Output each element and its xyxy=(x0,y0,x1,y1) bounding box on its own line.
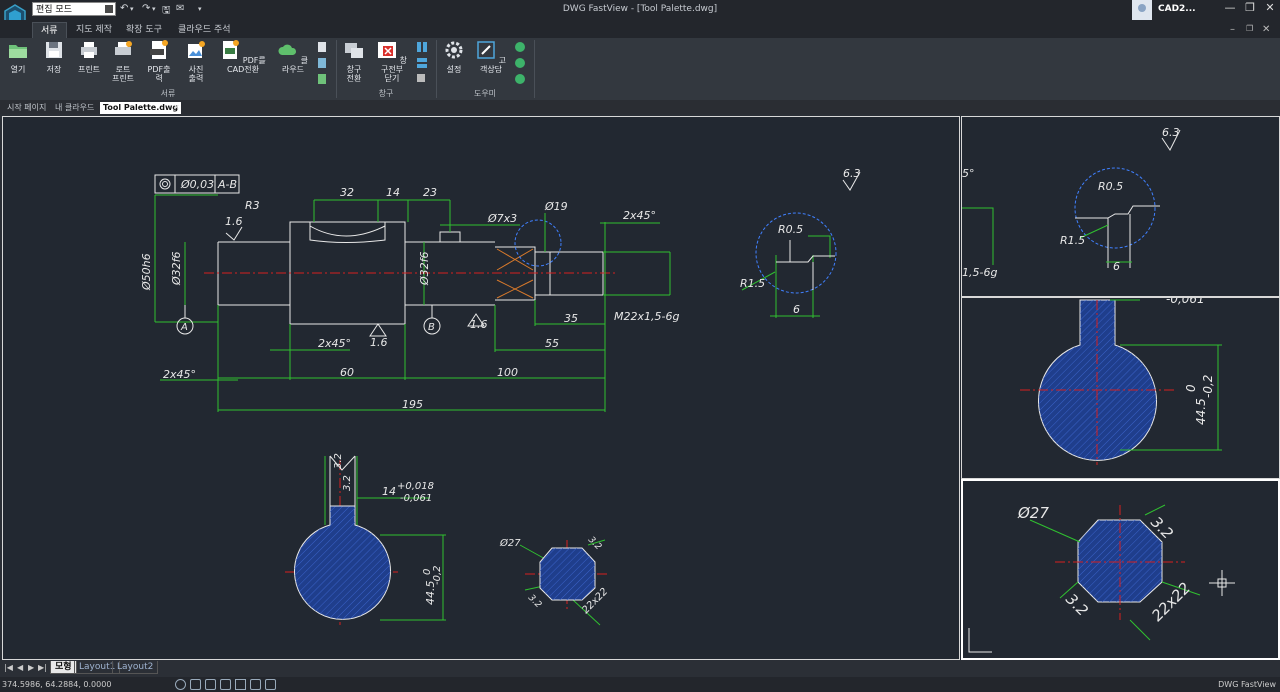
pdf-export-button[interactable]: PDF출력 xyxy=(144,40,174,83)
viewport-detail-2[interactable] xyxy=(961,297,1280,479)
mail-icon[interactable]: ✉ xyxy=(176,3,185,14)
viewport-detail-1[interactable] xyxy=(961,116,1280,297)
tab-layout2[interactable]: Layout2 xyxy=(112,661,159,674)
undo-icon[interactable]: ↶ xyxy=(120,3,129,14)
batch-print-button[interactable]: 로트 프린트 xyxy=(110,40,136,83)
object-snap-icon[interactable] xyxy=(175,679,186,690)
help-small-icons[interactable] xyxy=(514,41,526,87)
small-doc-icons[interactable] xyxy=(316,41,328,87)
window-title: DWG FastView - [Tool Palette.dwg] xyxy=(562,4,718,14)
ribbon: 열기 저장 프린트 로트 프린트 PDF출력 사진 출력 PDF를CAD전환 클… xyxy=(0,38,1280,100)
close-button[interactable]: ✕ xyxy=(1265,1,1275,14)
close-all-windows-button[interactable]: 창구전부 닫기 xyxy=(374,40,410,83)
title-bar: 편집 모드 ↶ ▾ ↷ ▾ 🖫 ✉ ▾ DWG FastView - [Tool… xyxy=(0,0,1280,30)
tab-cloud-annotation[interactable]: 클라우드 주석 xyxy=(178,25,231,35)
image-export-icon xyxy=(188,41,205,58)
save-button[interactable]: 저장 xyxy=(42,40,66,74)
tab-extension-tools[interactable]: 확장 도구 xyxy=(126,25,162,35)
window-switch-button[interactable]: 창구 전환 xyxy=(340,40,368,83)
viewport-detail-3[interactable] xyxy=(961,479,1280,660)
grid-icon[interactable] xyxy=(190,679,201,690)
save-icon xyxy=(46,42,62,58)
group-label-documents: 서류 xyxy=(160,89,176,98)
window-layout-icons[interactable] xyxy=(416,41,428,87)
viewport-main[interactable] xyxy=(2,116,960,660)
next-layout-icon[interactable]: ▶ xyxy=(28,663,35,672)
window-switch-icon xyxy=(345,43,363,58)
last-layout-icon[interactable]: ▶| xyxy=(38,663,47,672)
doc-tab-my-cloud[interactable]: 내 클라우드 xyxy=(55,103,95,112)
user-name[interactable]: CAD2... xyxy=(1158,4,1196,14)
redo-dropdown-icon[interactable]: ▾ xyxy=(152,5,156,13)
cursor-coordinates: 374.5986, 64.2884, 0.0000 xyxy=(2,680,112,689)
save-quick-icon[interactable]: 🖫 xyxy=(162,5,171,16)
first-layout-icon[interactable]: |◀ xyxy=(4,663,13,672)
crosshair-icon[interactable] xyxy=(235,679,246,690)
mode-select[interactable]: 편집 모드 xyxy=(32,2,116,16)
customize-qat-icon[interactable]: ▾ xyxy=(198,5,202,13)
redo-icon[interactable]: ↷ xyxy=(142,3,151,14)
tab-documents[interactable]: 서류 xyxy=(32,22,67,38)
open-button[interactable]: 열기 xyxy=(6,40,30,74)
doc-restore-button[interactable]: ❐ xyxy=(1246,24,1254,33)
zoom-icon[interactable] xyxy=(205,679,216,690)
layout-tabs-bar: |◀ ◀ ▶ ▶| 모형 Layout1 Layout2 xyxy=(0,660,1280,676)
cloud-button[interactable]: 클라우드 xyxy=(276,40,310,74)
edit-feedback-icon xyxy=(477,41,495,59)
ortho-icon[interactable] xyxy=(220,679,231,690)
group-label-help: 도우미 xyxy=(473,89,497,98)
status-bar: 374.5986, 64.2884, 0.0000 DWG FastView xyxy=(0,677,1280,692)
user-avatar[interactable] xyxy=(1132,0,1152,20)
brand-label: DWG FastView xyxy=(1218,680,1276,689)
customer-support-button[interactable]: 고객상담 xyxy=(474,40,508,74)
gear-icon xyxy=(445,41,463,59)
pdf-to-cad-button[interactable]: PDF를CAD전환 xyxy=(216,40,270,74)
photo-export-button[interactable]: 사진 출력 xyxy=(184,40,208,83)
menu-bar: 서류 지도 제작 확장 도구 클라우드 주석 – ❐ ✕ xyxy=(0,20,1280,38)
fullscreen-icon[interactable] xyxy=(265,679,276,690)
folder-open-icon xyxy=(9,45,27,58)
doc-close-button[interactable]: ✕ xyxy=(1262,24,1271,35)
maximize-button[interactable]: ❐ xyxy=(1245,1,1255,14)
polar-icon[interactable] xyxy=(250,679,261,690)
ribbon-separator xyxy=(436,40,437,98)
pdf-export-icon xyxy=(150,40,168,59)
ribbon-separator xyxy=(534,40,535,98)
prev-layout-icon[interactable]: ◀ xyxy=(17,663,24,672)
document-tabs: 시작 페이지 내 클라우드 Tool Palette.dwg ✕ xyxy=(0,100,1280,114)
print-button[interactable]: 프린트 xyxy=(76,40,102,74)
cloud-icon xyxy=(278,44,297,55)
tab-model[interactable]: 모형 xyxy=(50,661,77,674)
settings-button[interactable]: 설정 xyxy=(440,40,468,74)
ribbon-separator xyxy=(336,40,337,98)
group-label-window: 창구 xyxy=(378,89,394,98)
batch-printer-icon xyxy=(115,41,132,55)
undo-dropdown-icon[interactable]: ▾ xyxy=(130,5,134,13)
close-doc-tab-icon[interactable]: ✕ xyxy=(173,103,180,112)
doc-tab-tool-palette[interactable]: Tool Palette.dwg xyxy=(100,102,182,114)
tab-layout1[interactable]: Layout1 xyxy=(74,661,121,674)
tab-map-drawing[interactable]: 지도 제작 xyxy=(76,25,112,35)
printer-icon xyxy=(81,42,97,58)
minimize-button[interactable]: — xyxy=(1224,1,1236,14)
close-all-icon xyxy=(378,42,397,58)
doc-minimize-button[interactable]: – xyxy=(1230,24,1235,35)
pdf-to-cad-icon xyxy=(223,40,240,59)
doc-tab-start-page[interactable]: 시작 페이지 xyxy=(7,103,47,112)
